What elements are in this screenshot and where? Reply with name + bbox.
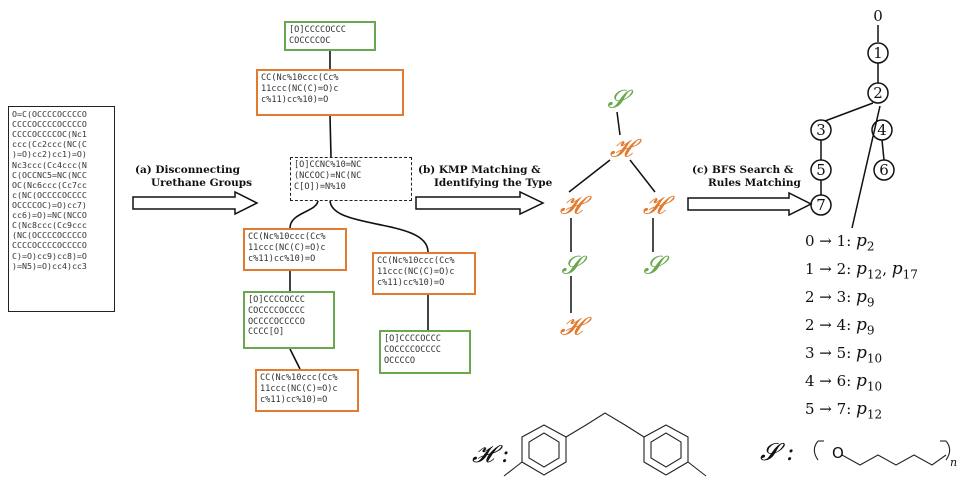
rule-row: 1 → 2: p12, p17 — [805, 259, 918, 282]
bfs-node-4-label: 4 — [877, 121, 887, 139]
step-a-label: (a) Disconnecting Urethane Groups — [135, 164, 252, 190]
step-c-line1: (c) BFS Search & — [692, 164, 794, 176]
fragment-hard-top: CC(Nc%10ccc(Cc% 11ccc(NC(C)=O)c c%11)cc%… — [256, 69, 404, 116]
rule-id: p2 — [856, 231, 875, 254]
step-a-line1: (a) Disconnecting — [135, 164, 240, 176]
bfs-edge-2-4 — [851, 105, 881, 229]
bfs-node-5 — [810, 159, 832, 181]
rule-row: 3 → 5: p10 — [805, 343, 883, 366]
type-node-S-left: 𝓢 — [561, 250, 581, 280]
edge-top-orange-to-center — [329, 115, 332, 158]
step-b-line1: (b) KMP Matching & — [418, 164, 541, 176]
rule-edge: 3 → 5: — [805, 344, 857, 362]
rule-id: p17 — [891, 259, 918, 282]
rule-id: p12 — [856, 259, 883, 282]
bfs-node-2 — [867, 82, 889, 104]
bfs-root-label: 0 — [873, 7, 883, 25]
fragment-soft-right: [O]CCCCOCCC COCCCCOCCCC OCCCCO — [379, 330, 471, 374]
bfs-node-1 — [867, 42, 889, 64]
type-node-H-bottom: 𝓗 — [559, 311, 583, 341]
rule-row: 2 → 3: p9 — [805, 287, 875, 310]
step-a-line2: Urethane Groups — [151, 177, 253, 190]
step-b-line2: Identifying the Type — [434, 177, 553, 190]
bfs-edge-4-6 — [881, 139, 885, 161]
legend-soft-symbol: 𝓢 : — [760, 438, 795, 466]
step-b-label: (b) KMP Matching & Identifying the Type — [418, 164, 552, 190]
rule-id: p10 — [856, 371, 883, 394]
bfs-edge-2-3 — [824, 102, 874, 122]
soft-segment-oxygen: O — [832, 444, 844, 462]
edge-center-to-left-orange — [289, 199, 319, 229]
bfs-node-6 — [873, 159, 895, 181]
bfs-node-3-label: 3 — [816, 121, 826, 139]
rule-edge: 4 → 6: — [805, 372, 857, 390]
step-c-label: (c) BFS Search & Rules Matching — [692, 164, 801, 190]
fragment-soft-root: [O]CCCCOCCC COCCCCOC — [284, 21, 376, 51]
type-node-S-top: 𝓢 — [607, 84, 627, 114]
bfs-node-2-label: 2 — [873, 84, 883, 102]
arrow-step-a — [132, 190, 259, 216]
type-edge-H-to-H-right — [629, 159, 656, 193]
rule-id: p9 — [856, 315, 875, 338]
input-smiles-box: O=C(OCCCCOCCCCO CCCCOCCCCOCCCCO CCCCOCCC… — [8, 106, 115, 312]
rule-edge: 5 → 7: — [805, 400, 857, 418]
rule-id: p12 — [856, 399, 883, 422]
fragment-crosslink-center: [O]CCNC%10=NC (NCCOC)=NC(NC C[O])=N%10 — [290, 157, 412, 201]
type-node-H-center: 𝓗 — [609, 133, 633, 163]
fragment-hard-right: CC(Nc%10ccc(Cc% 11ccc(NC(C)=O)c c%11)cc%… — [372, 252, 476, 295]
fragment-hard-left: CC(Nc%10ccc(Cc% 11ccc(NC(C)=O)c c%11)cc%… — [243, 228, 347, 271]
rule-edge: 1 → 2: — [805, 260, 857, 278]
edge-center-to-right-orange — [329, 199, 429, 253]
bfs-node-6-label: 6 — [879, 161, 889, 179]
rule-row: 2 → 4: p9 — [805, 315, 875, 338]
rule-separator: , — [882, 260, 892, 278]
rule-id: p10 — [856, 343, 883, 366]
bfs-node-1-label: 1 — [873, 44, 883, 62]
fragment-soft-left: [O]CCCCOCCC COCCCCOCCCC OCCCCOCCCCO CCCC… — [243, 291, 335, 349]
rule-row: 0 → 1: p2 — [805, 231, 875, 254]
rule-edge: 2 → 4: — [805, 316, 857, 334]
type-node-H-left: 𝓗 — [559, 190, 583, 220]
rule-edge: 0 → 1: — [805, 232, 857, 250]
arrow-step-b — [415, 190, 545, 216]
type-edge-H-to-H-left — [568, 159, 611, 193]
bfs-node-5-label: 5 — [816, 161, 826, 179]
bfs-node-3 — [810, 119, 832, 141]
type-node-S-right: 𝓢 — [643, 250, 663, 280]
type-node-H-right: 𝓗 — [642, 190, 666, 220]
bfs-node-7-label: 7 — [816, 196, 826, 214]
bfs-node-7 — [810, 194, 832, 216]
rule-row: 5 → 7: p12 — [805, 399, 883, 422]
rule-id: p9 — [856, 287, 875, 310]
soft-segment-structure — [813, 440, 951, 466]
type-edge-H-to-S-top — [616, 111, 621, 136]
arrow-step-c — [687, 191, 813, 217]
bfs-node-4 — [871, 119, 893, 141]
legend-hard-symbol: 𝓗 : — [472, 440, 510, 468]
step-c-line2: Rules Matching — [708, 177, 801, 190]
rule-row: 4 → 6: p10 — [805, 371, 883, 394]
rule-edge: 2 → 3: — [805, 288, 857, 306]
soft-segment-repeat-n: n — [950, 456, 957, 469]
hard-segment-structure — [503, 412, 707, 477]
fragment-hard-bottom: CC(Nc%10ccc(Cc% 11ccc(NC(C)=O)c c%11)cc%… — [255, 369, 359, 412]
edge-left-green-to-bottom-orange — [289, 348, 301, 370]
